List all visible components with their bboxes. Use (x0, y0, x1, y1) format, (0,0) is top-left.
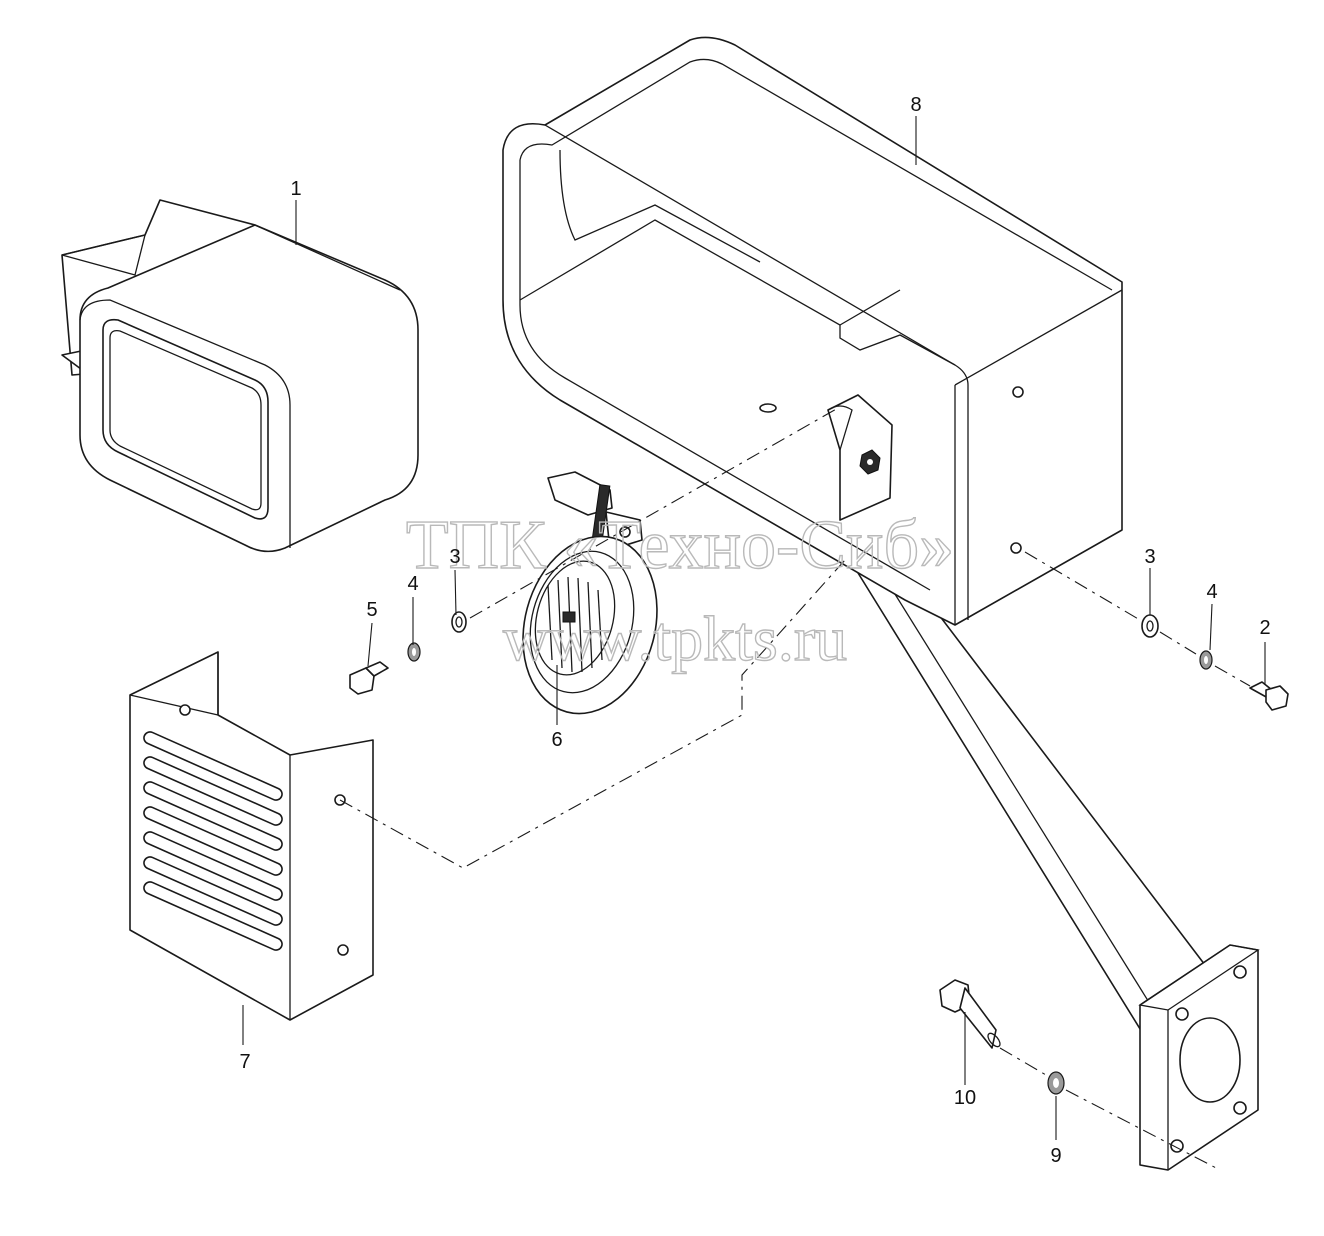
part-1-cover (61, 199, 419, 553)
fastener-9-washer (1047, 1071, 1065, 1095)
watermark-line-1: ТПК «Техно-Сиб» (406, 507, 954, 584)
fastener-10-bolt (939, 979, 1001, 1049)
fastener-3-right-washer (1141, 614, 1159, 638)
callout-6: 6 (551, 729, 562, 751)
callout-7: 7 (239, 1051, 250, 1073)
callout-4-right: 4 (1206, 581, 1217, 603)
callout-3-right: 3 (1144, 546, 1155, 568)
assembly-lines (339, 407, 1251, 1171)
watermark: ТПК «Техно-Сиб» www.tpkts.ru (405, 506, 955, 674)
callout-1: 1 (290, 178, 301, 200)
fastener-4-left-lockwasher (407, 642, 421, 662)
callout-2: 2 (1259, 617, 1270, 639)
callout-9: 9 (1050, 1145, 1061, 1167)
callout-leaders (242, 116, 1266, 1140)
callout-labels: 1 8 3 4 5 6 7 3 4 2 10 9 (239, 94, 1270, 1167)
part-7-grille-guard (129, 651, 374, 1021)
callout-5: 5 (366, 599, 377, 621)
fastener-5-bolt (349, 661, 389, 695)
fastener-4-right-lockwasher (1199, 650, 1213, 670)
part-8-housing (502, 36, 1260, 1171)
callout-3-left: 3 (449, 546, 460, 568)
callout-4-left: 4 (407, 573, 418, 595)
callout-8: 8 (910, 94, 921, 116)
callout-10: 10 (954, 1087, 976, 1109)
fastener-2-bolt (1249, 681, 1289, 711)
fastener-3-left-washer (451, 611, 467, 633)
watermark-line-2: www.tpkts.ru (503, 603, 847, 674)
